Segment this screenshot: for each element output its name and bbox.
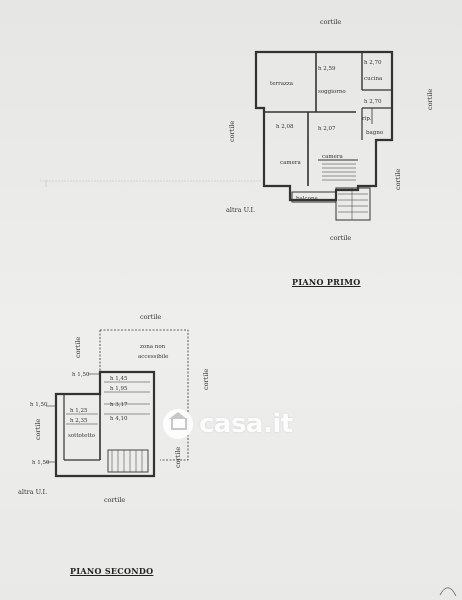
height-h2: h 2,70	[364, 60, 382, 66]
height-145: h 1,45	[110, 376, 128, 382]
height-317: h 3,17	[110, 402, 128, 408]
label-altra-ui-second: altra U.I.	[18, 488, 47, 496]
room-soggiorno: soggiorno	[318, 89, 346, 95]
label-cortile-farleft-2: cortile	[34, 419, 42, 440]
title-piano-primo: PIANO PRIMO	[292, 277, 361, 287]
label-cortile-left-2: cortile	[74, 337, 82, 358]
height-h5: h 2,07	[318, 126, 336, 132]
label-cortile-right: cortile	[394, 169, 402, 190]
label-cortile-right-2: cortile	[202, 369, 210, 390]
height-h1: h 2,59	[318, 66, 336, 72]
plan-second-floor	[46, 329, 189, 478]
first-floor-labels: cortile cortile cortile cortile cortile …	[226, 18, 434, 242]
height-125: h 1,25	[70, 408, 88, 414]
zona-non-accessibile-outline	[100, 329, 189, 461]
label-cortile-top: cortile	[320, 18, 341, 26]
label-altra-ui-first: altra U.I.	[226, 206, 255, 214]
house-icon	[163, 409, 193, 439]
label-zona-non: zona non	[140, 344, 166, 350]
room-camera-b: camera	[322, 154, 343, 160]
room-terrazza: terrazza	[270, 81, 294, 87]
height-235: h 2,35	[70, 418, 88, 424]
casa-it-watermark: casa.it	[163, 409, 293, 439]
label-accessibile: accessibile	[138, 354, 168, 360]
room-bagno: bagno	[366, 130, 384, 136]
corner-mark	[439, 587, 457, 597]
label-cortile-bottom: cortile	[330, 234, 351, 242]
room-camera-a: camera	[280, 160, 301, 166]
height-410: h 4,10	[110, 416, 128, 422]
room-cucina: cucina	[364, 76, 383, 82]
external-stair	[335, 187, 371, 221]
height-h4: h 2,08	[276, 124, 294, 130]
height-h3: h 2,70	[364, 99, 382, 105]
second-floor-labels: cortile cortile cortile cortile cortile …	[18, 313, 210, 504]
height-150c: h 1,50	[32, 460, 50, 466]
height-195: h 1,95	[110, 386, 128, 392]
label-cortile-bottom-2: cortile	[104, 496, 125, 504]
height-150b: h 1,50	[30, 402, 48, 408]
title-piano-secondo: PIANO SECONDO	[70, 566, 154, 576]
height-150a: h 1,50	[72, 372, 90, 378]
plan-first-floor	[254, 50, 394, 221]
room-rip: rip.	[362, 116, 372, 122]
label-cortile-left: cortile	[228, 121, 236, 142]
label-cortile-far-right: cortile	[426, 89, 434, 110]
room-balcone: balcone	[296, 196, 318, 202]
label-cortile-top-2: cortile	[140, 313, 161, 321]
label-sottotetto: sottotetto	[68, 433, 96, 439]
second-floor-stair	[107, 449, 149, 473]
watermark-text: casa.it	[199, 409, 293, 439]
label-cortile-right-3: cortile	[174, 447, 182, 468]
